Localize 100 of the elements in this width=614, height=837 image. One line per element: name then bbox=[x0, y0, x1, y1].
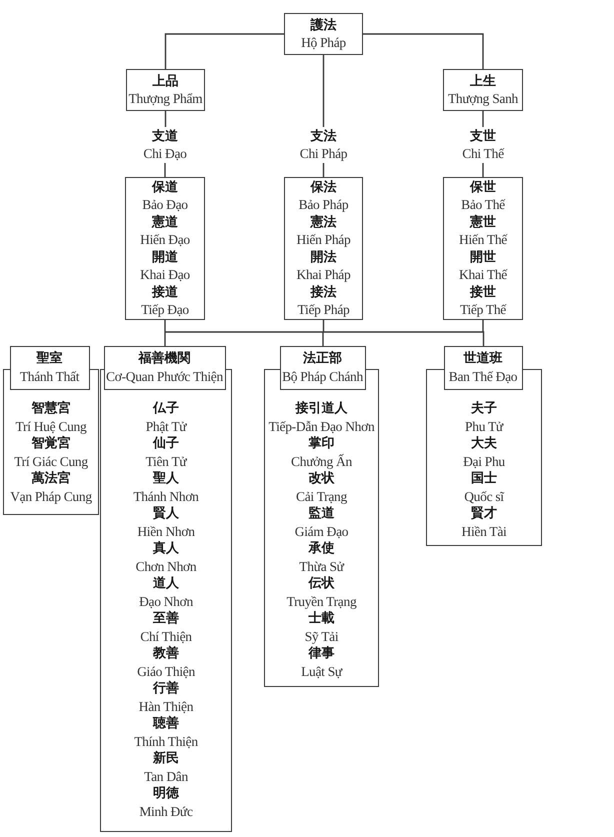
connector-line bbox=[164, 163, 166, 177]
chinese-term: 聖室 bbox=[36, 350, 62, 368]
vietnamese-term: Hiền Nhơn bbox=[137, 522, 195, 540]
chinese-term: 法正部 bbox=[303, 350, 342, 368]
chinese-term: 賢人 bbox=[153, 505, 179, 522]
chinese-term: 憲道 bbox=[152, 214, 178, 231]
title-box bbox=[104, 346, 226, 390]
connector-line bbox=[164, 111, 166, 127]
vietnamese-term: Tan Dân bbox=[144, 768, 188, 785]
vietnamese-term: Trí Huệ Cung bbox=[16, 418, 86, 435]
vietnamese-term: Bảo Pháp bbox=[298, 196, 348, 214]
title-box bbox=[444, 346, 522, 390]
title-box bbox=[284, 13, 363, 55]
vietnamese-term: Tiên Tử bbox=[146, 452, 186, 470]
chinese-term: 智覚宮 bbox=[32, 435, 70, 452]
vietnamese-term: Hộ Pháp bbox=[301, 34, 346, 52]
chinese-term: 保法 bbox=[310, 178, 336, 196]
vietnamese-term: Chi Thế bbox=[462, 145, 504, 162]
vietnamese-term: Ban Thế Đạo bbox=[448, 368, 518, 385]
vietnamese-term: Quốc sĩ bbox=[464, 488, 504, 505]
chinese-term: 新民 bbox=[153, 750, 179, 768]
chinese-term: 接引道人 bbox=[296, 400, 348, 418]
connector-line bbox=[322, 55, 324, 127]
chinese-term: 智慧宮 bbox=[32, 400, 70, 418]
connector-line bbox=[164, 33, 284, 69]
chinese-term: 大夫 bbox=[471, 435, 497, 452]
chinese-term: 上品 bbox=[152, 72, 178, 90]
vietnamese-term: Sỹ Tải bbox=[304, 628, 338, 645]
vietnamese-term: Thánh Nhơn bbox=[133, 488, 199, 505]
connector-line bbox=[322, 163, 324, 177]
chinese-term: 萬法宮 bbox=[32, 470, 70, 488]
vietnamese-term: Phật Tử bbox=[146, 418, 186, 435]
vietnamese-term: Hiền Tài bbox=[462, 522, 506, 540]
chinese-term: 憲世 bbox=[470, 214, 496, 231]
vietnamese-term: Phu Tử bbox=[465, 418, 503, 435]
chinese-term: 真人 bbox=[153, 540, 179, 558]
vietnamese-term: Thánh Thất bbox=[20, 368, 80, 385]
vietnamese-term: Hiến Pháp bbox=[296, 231, 350, 248]
vietnamese-term: Chơn Nhơn bbox=[136, 558, 196, 575]
chinese-term: 承使 bbox=[308, 540, 334, 558]
vietnamese-term: Tiếp-Dẫn Đạo Nhơn bbox=[268, 418, 374, 435]
vietnamese-term: Bộ Pháp Chánh bbox=[282, 368, 363, 385]
chinese-term: 聖人 bbox=[153, 470, 179, 488]
chinese-term: 憲法 bbox=[310, 214, 336, 231]
rank-box bbox=[443, 177, 523, 320]
vietnamese-term: Truyền Trạng bbox=[286, 592, 356, 610]
connector-line bbox=[363, 33, 484, 69]
vietnamese-term: Hiến Thế bbox=[459, 231, 507, 248]
chinese-term: 監道 bbox=[308, 505, 334, 522]
vietnamese-term: Giáo Thiện bbox=[137, 662, 195, 680]
vietnamese-term: Cơ-Quan Phước Thiện bbox=[106, 368, 223, 385]
chinese-term: 聴善 bbox=[153, 715, 179, 732]
chinese-term: 接世 bbox=[470, 284, 496, 301]
vietnamese-term: Giám Đạo bbox=[294, 522, 348, 540]
chinese-term: 接道 bbox=[152, 284, 178, 301]
chinese-term: 夫子 bbox=[471, 400, 497, 418]
vietnamese-term: Bảo Thế bbox=[461, 196, 505, 214]
vietnamese-term: Tiếp Thế bbox=[460, 301, 506, 318]
vietnamese-term: Thượng Sanh bbox=[448, 90, 518, 108]
chinese-term: 開道 bbox=[152, 248, 178, 266]
vietnamese-term: Khai Pháp bbox=[296, 266, 350, 284]
vietnamese-term: Thính Thiện bbox=[134, 732, 198, 750]
title-box bbox=[10, 346, 90, 390]
chinese-term: 保道 bbox=[152, 178, 178, 196]
chinese-term: 保世 bbox=[470, 178, 496, 196]
connector-line bbox=[482, 163, 484, 177]
chinese-term: 支法 bbox=[310, 128, 336, 145]
connector-line bbox=[164, 319, 484, 347]
chinese-term: 明徳 bbox=[153, 785, 179, 802]
chinese-term: 賢才 bbox=[471, 505, 497, 522]
chinese-term: 改状 bbox=[308, 470, 334, 488]
vietnamese-term: Thượng Phẩm bbox=[128, 90, 202, 108]
vietnamese-term: Vạn Pháp Cung bbox=[10, 488, 92, 505]
chinese-term: 伝状 bbox=[308, 575, 334, 592]
chinese-term: 掌印 bbox=[308, 435, 334, 452]
vietnamese-term: Cải Trạng bbox=[296, 488, 347, 505]
rank-box bbox=[125, 177, 205, 320]
vietnamese-term: Chi Pháp bbox=[300, 145, 348, 162]
chinese-term: 至善 bbox=[153, 610, 179, 628]
chinese-term: 福善機関 bbox=[138, 350, 190, 368]
chinese-term: 国士 bbox=[471, 470, 497, 488]
vietnamese-term: Chí Thiện bbox=[140, 628, 192, 645]
title-box bbox=[443, 69, 523, 111]
vietnamese-term: Minh Đức bbox=[139, 802, 193, 820]
chinese-term: 接法 bbox=[310, 284, 336, 301]
vietnamese-term: Khai Thế bbox=[459, 266, 507, 284]
vietnamese-term: Bảo Đạo bbox=[142, 196, 188, 214]
chinese-term: 上生 bbox=[470, 72, 496, 90]
vietnamese-term: Đại Phu bbox=[463, 452, 505, 470]
vietnamese-term: Chi Đạo bbox=[143, 145, 187, 162]
vietnamese-term: Khai Đạo bbox=[140, 266, 190, 284]
vietnamese-term: Hàn Thiện bbox=[138, 698, 194, 715]
vietnamese-term: Hiến Đạo bbox=[140, 231, 190, 248]
chinese-term: 開法 bbox=[310, 248, 336, 266]
vietnamese-term: Đạo Nhơn bbox=[139, 592, 193, 610]
title-box bbox=[280, 346, 366, 390]
vietnamese-term: Chưởng Ấn bbox=[291, 452, 352, 470]
chinese-term: 世道班 bbox=[464, 350, 502, 368]
vietnamese-term: Tiếp Pháp bbox=[298, 301, 350, 318]
connector-line bbox=[482, 111, 484, 127]
